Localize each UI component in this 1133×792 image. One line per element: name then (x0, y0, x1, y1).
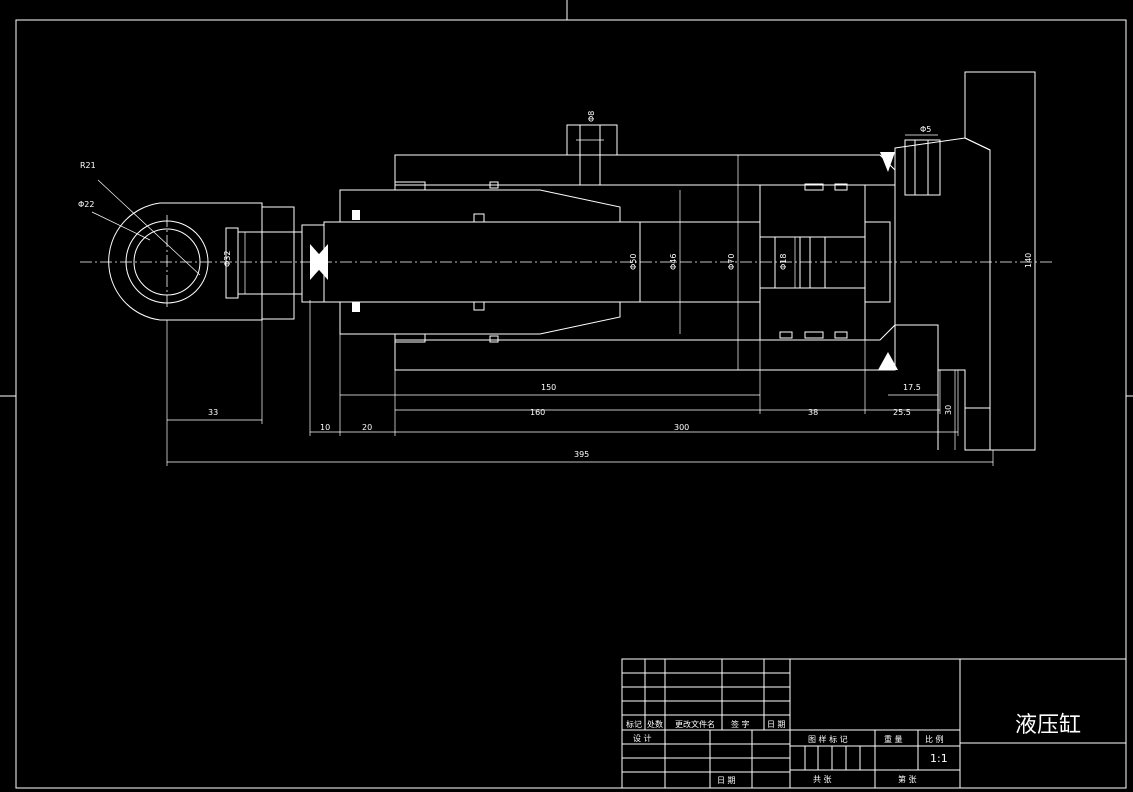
title-block-labels: 标记 处数 更改文件名 签 字 日 期 设 计 日 期 图 样 标 记 重 量 … (626, 713, 1081, 785)
tb-date: 日 期 (717, 776, 736, 785)
guide-sleeve (339, 189, 621, 335)
dim-10: 10 (320, 423, 330, 432)
dimension-labels: R21 Φ22 Φ32 Φ50 Φ46 Φ70 Φ18 140 Φ8 Φ5 15… (78, 111, 1033, 459)
tb-col-chushu: 处数 (647, 719, 663, 729)
dim-r21: R21 (80, 161, 96, 170)
tb-bili: 比 例 (925, 734, 944, 744)
tb-col-biaoji: 标记 (626, 719, 642, 729)
rod-eye (91, 179, 263, 321)
tb-scale-value: 1:1 (930, 752, 948, 765)
dim-phi8: Φ8 (587, 111, 596, 122)
dim-phi46: Φ46 (669, 254, 678, 270)
tb-tuyang: 图 样 标 记 (808, 734, 848, 744)
piston (759, 183, 891, 341)
dim-160: 160 (530, 408, 545, 417)
dim-38: 38 (808, 408, 818, 417)
dim-395: 395 (574, 450, 589, 459)
tb-col-genggai: 更改文件名 (675, 719, 715, 729)
dim-150: 150 (541, 383, 556, 392)
cylinder-barrel (394, 124, 896, 371)
end-cap (878, 71, 1036, 451)
dim-300: 300 (674, 423, 689, 432)
tb-design: 设 计 (633, 733, 652, 743)
dimension-lines (166, 72, 1036, 466)
tb-col-qianzi: 签 字 (731, 719, 750, 729)
dim-phi5: Φ5 (920, 125, 931, 134)
dim-phi50: Φ50 (629, 254, 638, 270)
dim-33: 33 (208, 408, 218, 417)
tb-col-riqi: 日 期 (767, 720, 786, 729)
dim-phi18: Φ18 (779, 254, 788, 270)
dim-25-5: 25.5 (893, 408, 911, 417)
tb-weight: 重 量 (884, 734, 903, 744)
drawing-title: 液压缸 (1015, 713, 1081, 738)
dim-phi22: Φ22 (78, 200, 94, 209)
dim-140: 140 (1024, 253, 1033, 268)
dim-phi70: Φ70 (727, 254, 736, 270)
tb-gong: 共 张 (813, 775, 832, 784)
rod-nut (225, 206, 325, 320)
dim-30: 30 (944, 405, 953, 415)
dim-17-5: 17.5 (903, 383, 921, 392)
dim-20: 20 (362, 423, 372, 432)
dim-phi32: Φ32 (223, 251, 232, 267)
title-block (621, 658, 1127, 789)
tb-di: 第 张 (898, 774, 917, 784)
